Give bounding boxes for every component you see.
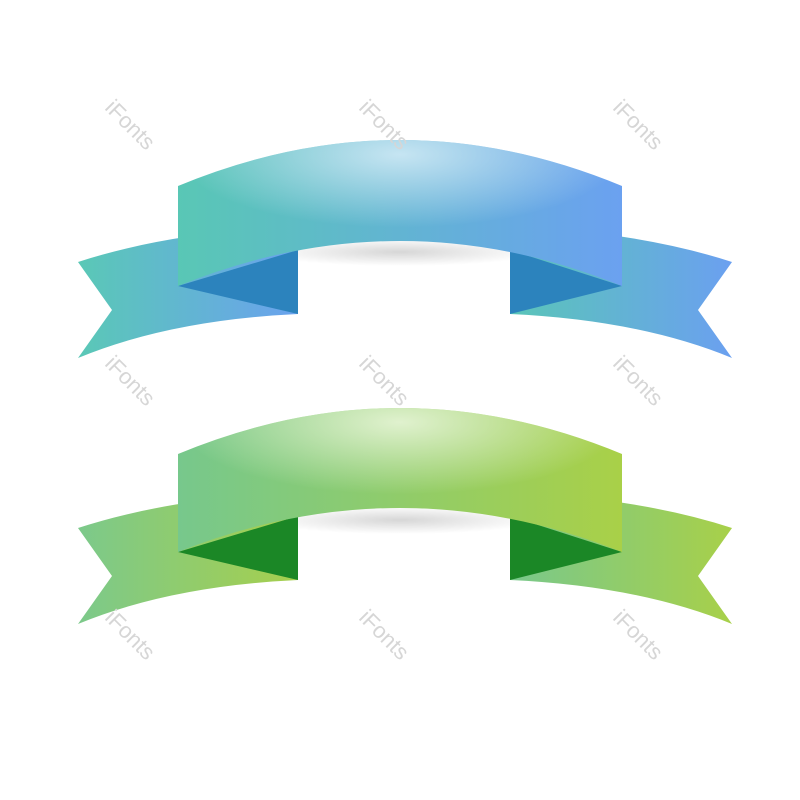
green-ribbon xyxy=(78,408,732,624)
green-ribbon-left-fold xyxy=(178,516,298,580)
blue-ribbon-left-fold xyxy=(178,250,298,314)
blue-ribbon-shine xyxy=(178,140,622,286)
blue-ribbon xyxy=(78,140,732,358)
green-ribbon-right-fold xyxy=(510,516,622,580)
blue-ribbon-right-fold xyxy=(510,250,622,314)
green-ribbon-shadow xyxy=(260,506,540,534)
green-ribbon-shine xyxy=(178,408,622,552)
